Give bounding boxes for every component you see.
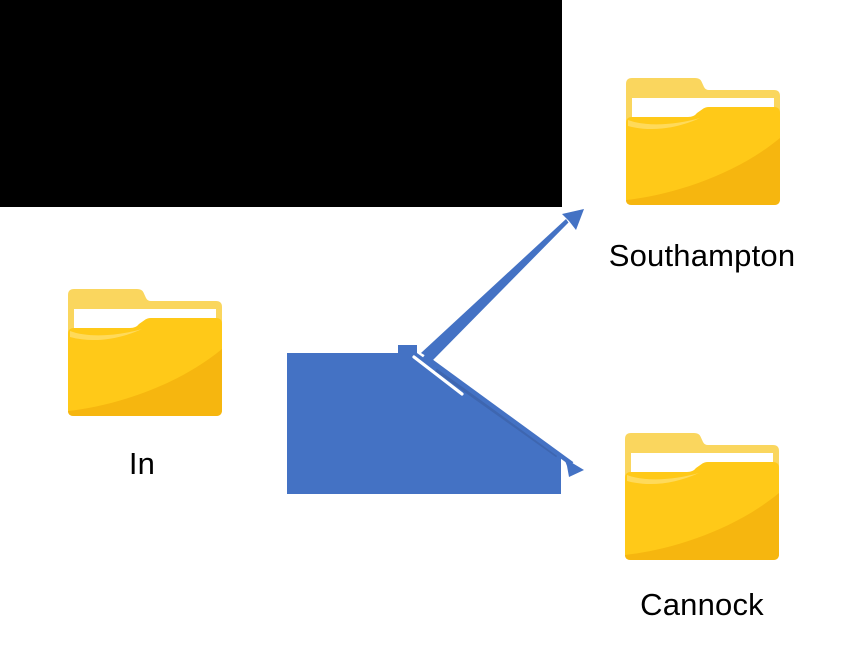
flow-arrow-body: [287, 345, 561, 494]
edge-to-southampton-arrowhead: [562, 209, 584, 230]
flow-arrow-slit: [412, 355, 464, 396]
cannock-folder-icon: [625, 433, 779, 560]
cannock-folder-label: Cannock: [640, 587, 764, 622]
edge-to-cannock-arrowhead: [564, 458, 584, 477]
flow-arrow-shade-stripe: [435, 368, 558, 458]
southampton-folder-label: Southampton: [608, 238, 796, 273]
redacted-block: [0, 0, 562, 207]
edge-to-cannock-shaft: [422, 354, 574, 466]
southampton-folder-icon: [626, 78, 780, 205]
flow-arrow-shape: [287, 209, 584, 494]
edge-to-southampton-shaft: [421, 219, 569, 360]
in-folder-label: In: [128, 446, 156, 481]
in-folder-icon: [68, 289, 222, 416]
